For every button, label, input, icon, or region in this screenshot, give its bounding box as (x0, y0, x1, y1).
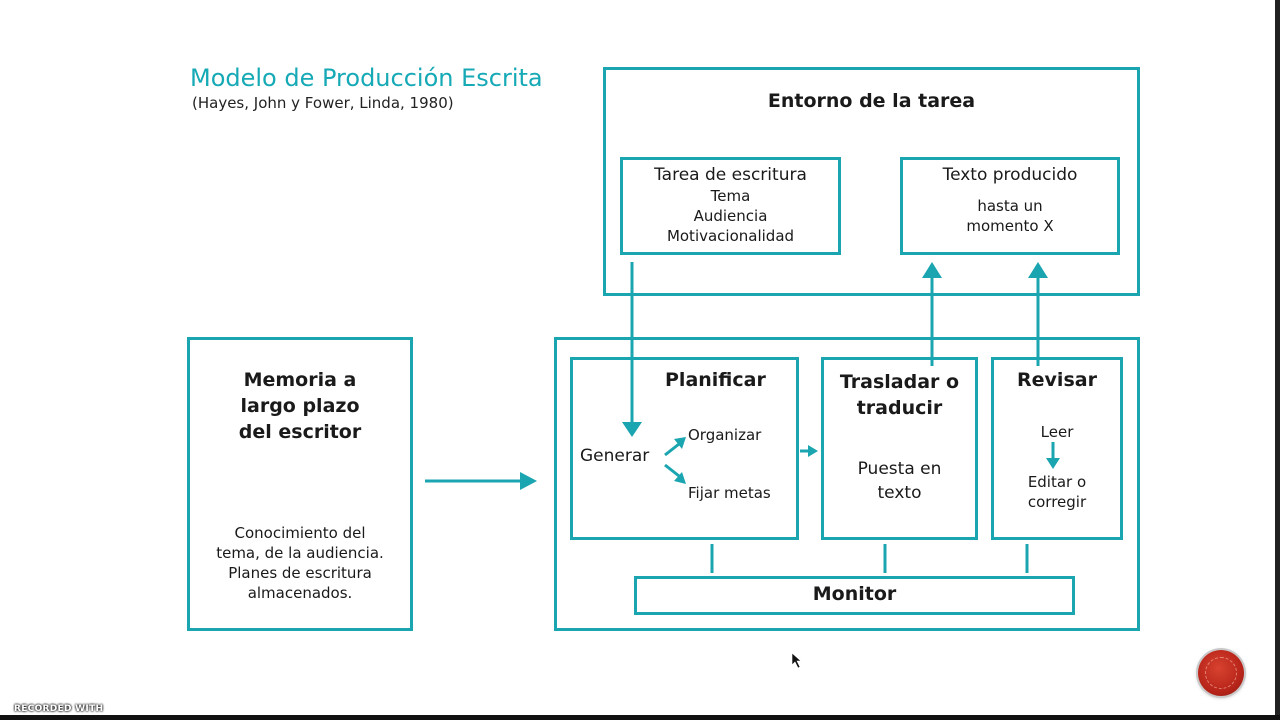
writing-task-title: Tarea de escritura (654, 165, 807, 185)
arrowhead-up (1028, 262, 1048, 278)
produced-text-box (900, 157, 1120, 255)
record-button-icon[interactable] (1198, 650, 1244, 696)
memory-desc-line: Planes de escritura (228, 564, 372, 582)
memory-desc-line: Conocimiento del (234, 524, 366, 542)
review-read-label: Leer (1040, 423, 1074, 441)
produced-text-line: hasta un (977, 197, 1043, 215)
memory-title-line: del escritor (238, 421, 362, 443)
task-environment-title: Entorno de la tarea (767, 90, 976, 112)
writing-task-box (620, 157, 841, 255)
arrowhead-right-small (808, 445, 818, 457)
monitor-box (634, 576, 1075, 615)
memory-desc-line: almacenados. (247, 584, 353, 602)
plan-title: Planificar (665, 369, 766, 391)
review-title: Revisar (1017, 369, 1097, 391)
translate-body-line: Puesta en (857, 459, 942, 479)
arrowhead-organize (674, 437, 686, 449)
monitor-title: Monitor (812, 583, 897, 605)
translate-box (821, 357, 978, 540)
writing-task-line: Tema (710, 187, 751, 205)
translate-title-line: traducir (856, 397, 943, 419)
review-box (991, 357, 1123, 540)
memory-title-line: Memoria a (243, 369, 357, 391)
screen-bottom-edge (0, 715, 1280, 720)
diagram-title: Modelo de Producción Escrita (190, 64, 543, 92)
review-edit-label: Editar o corregir (991, 472, 1123, 512)
produced-text-content: Texto producido hasta un momento X (900, 164, 1120, 236)
mouse-cursor-icon (791, 652, 802, 669)
writing-task-line: Motivacionalidad (666, 227, 795, 245)
diagram-citation: (Hayes, John y Fower, Linda, 1980) (192, 94, 454, 112)
translate-body-line: texto (877, 483, 922, 503)
produced-text-title: Texto producido (942, 165, 1078, 185)
long-term-memory-description: Conocimiento del tema, de la audiencia. … (187, 523, 413, 603)
set-goals-label: Fijar metas (688, 484, 771, 502)
translate-body: Puesta en texto (821, 457, 978, 505)
arrowhead-down (622, 422, 642, 437)
arrowhead-goals (674, 472, 686, 484)
generate-label: Generar (580, 446, 650, 466)
organize-label: Organizar (688, 426, 762, 444)
recorded-with-watermark: RECORDED WITH (14, 704, 104, 714)
translate-title-line: Trasladar o (839, 371, 960, 393)
writing-task-content: Tarea de escritura Tema Audiencia Motiva… (620, 164, 841, 246)
arrowhead-right (520, 472, 537, 490)
long-term-memory-title: Memoria a largo plazo del escritor (187, 367, 413, 445)
writing-task-line: Audiencia (693, 207, 768, 225)
screen-edge (1275, 0, 1280, 720)
plan-box (570, 357, 799, 540)
arrowhead-down-small (1046, 458, 1060, 469)
generate-to-organize-line (664, 442, 680, 457)
review-edit-line: Editar o (1027, 473, 1087, 491)
memory-title-line: largo plazo (240, 395, 360, 417)
memory-desc-line: tema, de la audiencia. (216, 544, 384, 562)
review-edit-line: corregir (1027, 493, 1087, 511)
long-term-memory-box (187, 337, 413, 631)
produced-text-line: momento X (966, 217, 1054, 235)
arrowhead-up (922, 262, 942, 278)
record-button-ring (1205, 657, 1237, 689)
generate-to-goals-line (664, 463, 680, 478)
translate-title: Trasladar o traducir (821, 369, 978, 421)
